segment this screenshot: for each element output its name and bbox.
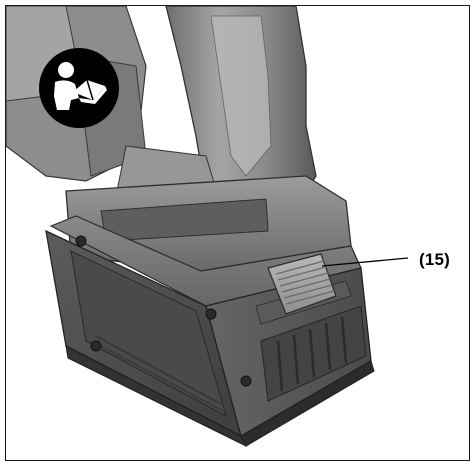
figure-frame: (15) (5, 5, 470, 461)
battery-pack (45, 215, 375, 448)
read-manual-icon (39, 48, 119, 128)
callout-leader-line (321, 257, 409, 267)
battery-release-button[interactable] (267, 253, 337, 315)
callout-label-battery-release: (15) (419, 250, 451, 269)
tool-illustration (6, 6, 409, 448)
